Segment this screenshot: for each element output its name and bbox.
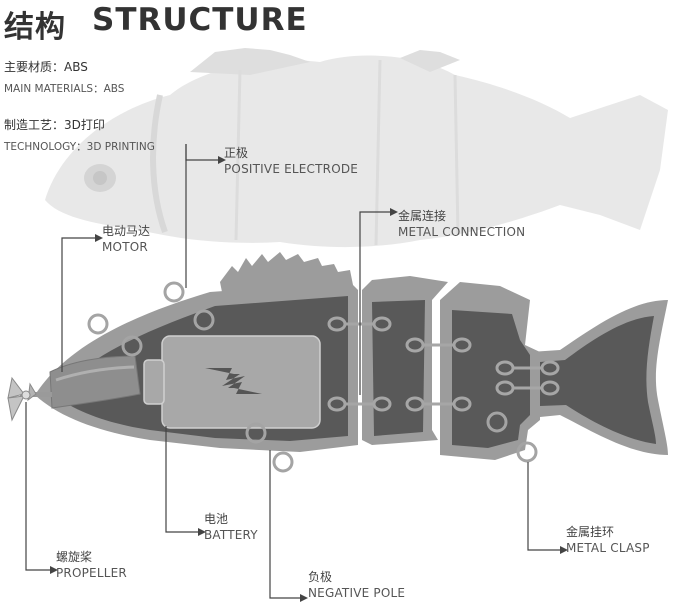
label-motor-cn: 电动马达 [102,224,151,238]
spec-technology-cn: 制造工艺：3D打印 [4,118,105,132]
label-battery: 电池 BATTERY [204,511,258,543]
label-positive-electrode-cn: 正极 [224,146,249,160]
leader-lines [25,144,560,599]
spec-material-cn: 主要材质：ABS [4,60,88,74]
label-metal-clasp-en: METAL CLASP [566,541,650,555]
label-motor: 电动马达 MOTOR [102,223,150,255]
label-negative-pole: 负极 NEGATIVE POLE [308,569,405,601]
label-battery-en: BATTERY [204,528,258,542]
page-title-en: STRUCTURE [92,2,308,38]
tail-segment [530,300,668,455]
label-metal-connection-en: METAL CONNECTION [398,225,526,239]
label-positive-electrode: 正极 POSITIVE ELECTRODE [224,145,358,177]
page-title-cn: 结构 [4,10,66,45]
spec-technology-en: TECHNOLOGY：3D PRINTING [4,141,155,153]
lightning-bolt-icon [205,368,262,394]
label-metal-connection: 金属连接 METAL CONNECTION [398,208,525,240]
label-metal-clasp: 金属挂环 METAL CLASP [566,524,650,556]
label-propeller-en: PROPELLER [56,566,127,580]
label-metal-clasp-cn: 金属挂环 [566,525,615,539]
dorsal-fin [220,252,354,292]
label-positive-electrode-en: POSITIVE ELECTRODE [224,162,359,176]
body-rings [87,281,538,473]
label-battery-cn: 电池 [204,512,229,526]
spec-material-en: MAIN MATERIALS：ABS [4,83,125,95]
leader-arrows [50,156,568,602]
label-negative-pole-en: NEGATIVE POLE [308,586,406,600]
propeller-icon [7,376,52,422]
ghost-fish-background [45,48,668,248]
label-propeller-cn: 螺旋桨 [56,550,93,564]
label-motor-en: MOTOR [102,240,148,254]
label-propeller: 螺旋桨 PROPELLER [56,549,127,581]
middle-segment [362,276,448,445]
label-metal-connection-cn: 金属连接 [398,209,447,223]
rear-segment [440,282,540,460]
label-negative-pole-cn: 负极 [308,570,333,584]
battery [143,335,321,429]
